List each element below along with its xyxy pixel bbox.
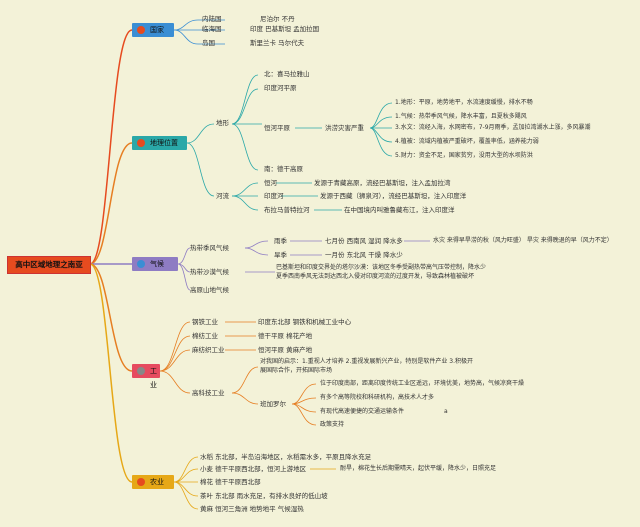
country-island[interactable]: 岛国: [202, 39, 215, 47]
agri-rice[interactable]: 水稻 东北部，半岛沿海地区，水稻需水多，平原且降水充足: [200, 453, 372, 461]
flood-factor-4: 4.植被：流域内植被严重破坏，覆盖率低，涵养能力弱: [395, 138, 539, 145]
river-indus[interactable]: 印度河: [264, 192, 284, 200]
red-dot-icon: [137, 478, 145, 486]
climate-dry[interactable]: 旱季: [274, 251, 287, 259]
river-ganges[interactable]: 恒河: [264, 179, 277, 187]
agri-tea[interactable]: 茶叶 东北部 雨水充足，有排水良好的低山坡: [200, 492, 328, 500]
gray-dot-icon: [137, 367, 145, 375]
industry-bangalore[interactable]: 班加罗尔: [260, 400, 286, 408]
blue-dot-icon: [137, 260, 145, 268]
country-coastal[interactable]: 临海国: [202, 25, 222, 33]
red-dot-icon: [137, 26, 145, 34]
flood-factor-3: 3.水文：流经入海，水网密布，7-9月雨季，孟加拉湾湖水上涨，多风暴潮: [395, 124, 591, 131]
climate-desert[interactable]: 热带沙漠气候: [190, 268, 229, 276]
terrain-plain: 印度河平原: [264, 84, 297, 92]
river-ganges-value: 发源于青藏高原，流经巴基斯坦，注入孟加拉湾: [314, 179, 451, 187]
country-coastal-value: 印度 巴基斯坦 孟加拉国: [250, 25, 320, 33]
terrain-flood[interactable]: 洪涝灾害严重: [325, 124, 364, 132]
bangalore-factor-1: 位于印度南部，距离印度传统工业区遥远，环境优美，地势高，气候凉爽干燥: [320, 380, 525, 387]
climate-rainy-value: 七月份 西南风 湿润 降水多: [325, 237, 403, 245]
bangalore-factor-3-note: a: [444, 408, 448, 415]
climate-desert-value-2: 夏季西南季风无法到达西北入侵对印度河流的过度开发，导致森林植被破坏: [276, 273, 475, 280]
agri-wheat-value: 耐旱，棉花生长后期需晴天，起伏平缓，降水少，日照充足: [340, 465, 497, 472]
river-brahma[interactable]: 布拉马普特拉河: [264, 206, 310, 214]
bangalore-factor-2: 有多个高等院校和科研机构，高技术人才多: [320, 394, 435, 401]
flood-factor-1: 1.地形：平原，地势地平，水流速度缓慢，排水不畅: [395, 99, 533, 106]
flood-factor-5: 5.财力：资金不足，国家贫穷，没用大型的水坝防洪: [395, 152, 533, 159]
terrain-landform[interactable]: 地形: [216, 119, 229, 127]
agri-jute[interactable]: 黄麻 恒河三角洲 地势地平 气候湿热: [200, 505, 304, 513]
branch-industry[interactable]: 工业: [132, 364, 160, 389]
industry-cotton-value: 德干平原 棉花产地: [258, 332, 313, 340]
climate-desert-value-1: 巴基斯坦和印度交界处的塔尔沙漠：该地区冬季受副热带高气压带控制，降水少: [276, 264, 487, 271]
climate-dry-value: 一月份 东北风 干燥 降水少: [325, 251, 403, 259]
industry-hitech[interactable]: 高科技工业: [192, 389, 225, 397]
terrain-south: 南：德干高原: [264, 165, 303, 173]
agri-cotton[interactable]: 棉花 德干平原西北部: [200, 478, 261, 486]
country-inland[interactable]: 内陆国: [202, 15, 222, 23]
flood-factor-2: 1.气候：热带季风气候，降水丰富，且夏秋多飓风: [395, 113, 527, 120]
agri-wheat[interactable]: 小麦 德干平原西北部，恒河上游地区: [200, 465, 307, 473]
industry-hitech-value-2: 展国际合作，开拓国际市场: [260, 367, 333, 374]
branch-country[interactable]: 国家: [132, 23, 174, 37]
country-inland-value: 尼泊尔 不丹: [260, 15, 295, 23]
root-topic[interactable]: 高中区域地理之南亚: [7, 256, 91, 274]
terrain-rivers[interactable]: 河流: [216, 192, 229, 200]
climate-rainy-note: 水灾 来得早旱涝的秋（风力旺盛） 旱灾 来得晚退的早（风力不定）: [433, 237, 613, 244]
industry-cotton[interactable]: 棉纺工业: [192, 332, 218, 340]
branch-climate[interactable]: 气候: [132, 257, 178, 271]
river-indus-value: 发源于西藏（狮泉河），流经巴基斯坦，注入印度洋: [320, 192, 467, 200]
climate-rainy[interactable]: 雨季: [274, 237, 287, 245]
industry-jute-value: 恒河平原 黄麻产地: [258, 346, 313, 354]
river-brahma-value: 在中国境内叫雅鲁藏布江，注入印度洋: [344, 206, 455, 214]
climate-plateau[interactable]: 高原山地气候: [190, 286, 229, 294]
industry-hitech-value-1: 对我国的启示：1.重视人才培养 2.重视发展新兴产业，特别是软件产业 3.积极开: [260, 358, 473, 365]
bangalore-factor-4: 政策支持: [320, 421, 345, 428]
industry-jute[interactable]: 麻纺织工业: [192, 346, 225, 354]
red-dot-icon: [137, 139, 145, 147]
terrain-north: 北：喜马拉雅山: [264, 70, 310, 78]
industry-steel[interactable]: 钢铁工业: [192, 318, 218, 326]
branch-agri[interactable]: 农业: [132, 475, 174, 489]
industry-steel-value: 印度东北部 钢铁和机械工业中心: [258, 318, 352, 326]
branch-terrain[interactable]: 地理位置: [132, 136, 187, 150]
bangalore-factor-3: 有现代高速便捷的交通运输条件: [320, 408, 405, 415]
terrain-ganges-plain[interactable]: 恒河平原: [264, 124, 290, 132]
country-island-value: 斯里兰卡 马尔代夫: [250, 39, 305, 47]
climate-monsoon[interactable]: 热带季风气候: [190, 244, 229, 252]
